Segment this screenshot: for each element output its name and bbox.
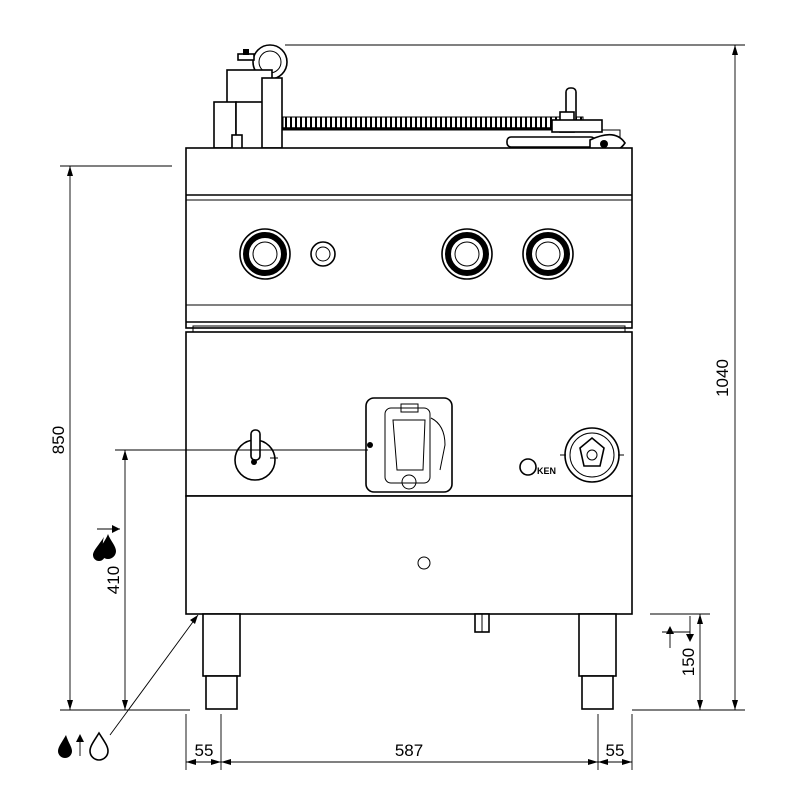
dim-total-height-label: 1040	[713, 359, 732, 397]
brand-logo: KEN	[519, 458, 556, 476]
top-pan	[213, 44, 626, 163]
drain-leader	[58, 614, 199, 761]
foot-left	[202, 613, 241, 710]
control-knob-1[interactable]	[239, 228, 291, 280]
dim-foot-adjust: 150	[650, 613, 710, 710]
dim-total-height: 1040	[285, 44, 745, 711]
dimension-lines: 1040 850 410	[49, 44, 745, 770]
drain-outlet	[474, 613, 490, 633]
dim-width: 55 587 55	[185, 714, 633, 770]
dim-foot-adjust-label: 150	[679, 648, 698, 676]
water-drop-arrow-icon	[93, 525, 120, 561]
dim-body-height: 850	[49, 165, 190, 711]
drain-water-drops-icon	[58, 731, 109, 761]
control-knob-3[interactable]	[522, 228, 574, 280]
appliance: KEN	[185, 44, 633, 710]
cabinet-upper: KEN	[185, 325, 633, 497]
pressure-gauge	[213, 44, 288, 163]
dim-width-center-label: 587	[395, 741, 423, 760]
foot-right	[578, 613, 617, 710]
gas-cock[interactable]	[560, 427, 624, 483]
valve-window	[365, 397, 453, 493]
control-knob-2[interactable]	[441, 228, 493, 280]
control-panel	[185, 147, 633, 329]
dim-water-inlet-label: 410	[104, 566, 123, 594]
dim-body-height-label: 850	[49, 426, 68, 454]
dim-side-left-label: 55	[195, 741, 214, 760]
dim-side-right-label: 55	[606, 741, 625, 760]
adjust-arrows-icon	[662, 616, 694, 648]
cabinet-lower	[185, 495, 633, 633]
indicator-light	[310, 241, 336, 267]
drain-hole	[417, 556, 431, 570]
grill-grate	[282, 116, 584, 130]
brand-logo-text: KEN	[537, 466, 556, 476]
dim-water-inlet-height: 410	[93, 449, 368, 710]
